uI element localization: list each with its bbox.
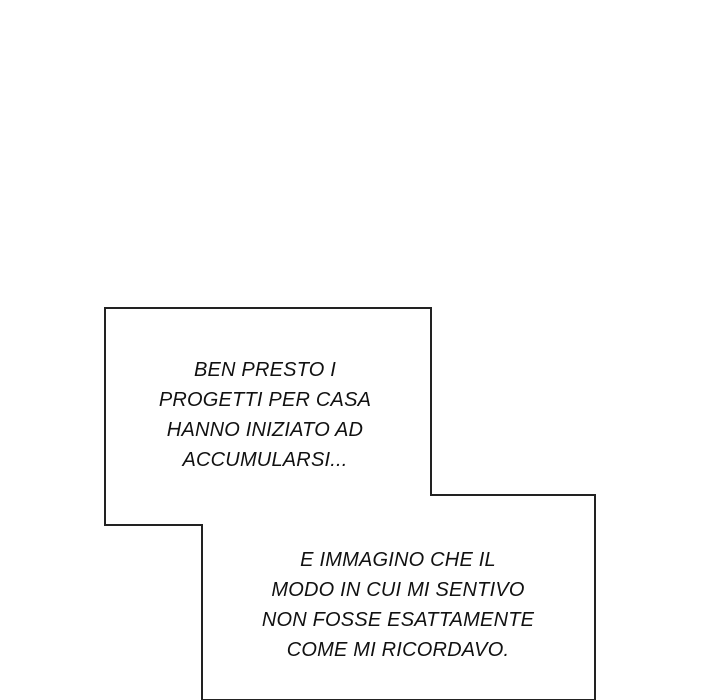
caption-text-1: BEN PRESTO I PROGETTI PER CASA HANNO INI…: [120, 355, 410, 475]
caption-1-line: BEN PRESTO I: [193, 359, 337, 381]
caption-2-line: E IMMAGINO CHE IL: [300, 549, 496, 571]
caption-2-line: COME MI RICORDAVO.: [286, 639, 510, 661]
caption-text-2: E IMMAGINO CHE IL MODO IN CUI MI SENTIVO…: [228, 545, 568, 665]
caption-box-border: [104, 307, 596, 700]
caption-2-line: MODO IN CUI MI SENTIVO: [271, 579, 525, 601]
caption-1-line: PROGETTI PER CASA: [158, 389, 372, 411]
caption-1-line: HANNO INIZIATO AD: [166, 419, 364, 441]
caption-1-line: ACCUMULARSI...: [182, 449, 348, 471]
caption-2-line: NON FOSSE ESATTAMENTE: [261, 609, 535, 631]
